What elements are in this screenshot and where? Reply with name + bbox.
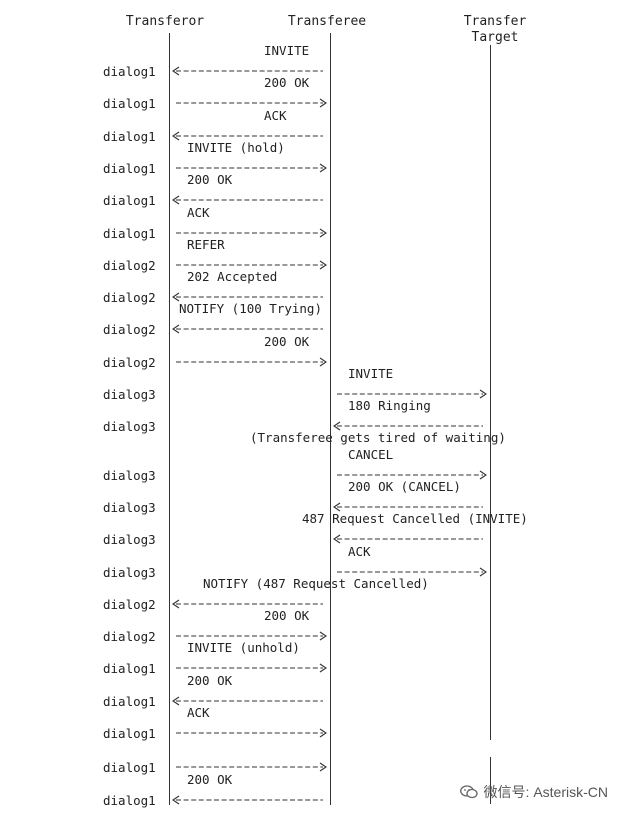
lifeline-transferee [330,33,331,805]
dialog-label: dialog1 [103,661,156,677]
dialog-label: dialog3 [103,499,156,515]
message-arrow [172,129,327,143]
message-label: REFER [187,236,225,252]
message-arrow [172,355,327,369]
dialog-label: dialog1 [103,64,156,79]
dialog-label: dialog3 [103,564,156,580]
message-label: 200 OK [187,172,233,188]
header-transfer-target: Transfer Target [452,14,538,46]
message-label: NOTIFY (100 Trying) [179,301,322,317]
message-label: ACK [264,107,287,123]
header-transferee: Transferee [287,14,367,29]
lifeline-transfer-target-tail [490,757,491,804]
message-label: ACK [348,543,371,559]
watermark-text: 微信号: Asterisk-CN [483,784,608,800]
message-label: 200 OK [264,333,310,349]
dialog-label: dialog3 [103,467,156,483]
dialog-label: dialog1 [103,193,156,209]
header-transfer-target-line1: Transfer [463,14,527,29]
lifeline-transfer-target [490,45,491,740]
message-arrow [172,226,327,240]
dialog-label: dialog2 [103,322,156,338]
dialog-label: dialog2 [103,290,156,306]
message-label: 487 Request Cancelled (INVITE) [302,511,528,527]
note-label: (Transferee gets tired of waiting) [250,429,506,445]
watermark: 微信号: Asterisk-CN [459,782,608,802]
dialog-label: dialog1 [103,128,156,144]
message-arrow [172,793,327,807]
message-arrow [172,629,327,643]
dialog-label: dialog1 [103,160,156,176]
message-label: CANCEL [348,446,394,462]
dialog-label: dialog1 [103,96,156,112]
message-label: INVITE [264,43,310,58]
message-label: 200 OK [187,672,233,688]
dialog-label: dialog2 [103,257,156,273]
message-arrow [172,64,327,78]
message-arrow [333,468,487,482]
message-arrow [333,532,487,546]
message-label: 200 OK [264,608,310,624]
message-label: INVITE (hold) [187,139,285,155]
message-label: 200 OK [187,771,233,787]
dialog-label: dialog2 [103,354,156,370]
dialog-label: dialog3 [103,419,156,435]
message-label: INVITE (unhold) [187,640,300,656]
message-label: INVITE [348,366,394,381]
message-arrow [333,565,487,579]
message-arrow [333,500,487,514]
message-arrow [172,322,327,336]
message-arrow [172,726,327,740]
message-arrow [333,387,487,401]
message-label: 202 Accepted [187,269,278,285]
dialog-label: dialog1 [103,792,156,808]
dialog-label: dialog2 [103,629,156,645]
dialog-label: dialog3 [103,532,156,548]
message-label: ACK [187,705,210,720]
message-arrow [172,694,327,708]
message-arrow [333,419,487,433]
message-arrow [172,96,327,110]
dialog-label: dialog1 [103,225,156,241]
message-arrow [172,597,327,611]
message-label: 200 OK (CANCEL) [348,478,461,494]
wechat-icon [459,785,478,799]
message-label: 200 OK [264,75,310,91]
dialog-label: dialog3 [103,387,156,402]
message-label: 180 Ringing [348,398,431,414]
header-transferor: Transferor [125,14,205,29]
header-transfer-target-line2: Target [471,30,519,45]
message-arrow [172,161,327,175]
message-arrow [172,661,327,675]
message-label: NOTIFY (487 Request Cancelled) [203,575,429,591]
dialog-label: dialog2 [103,596,156,612]
message-arrow [172,760,327,774]
message-arrow [172,193,327,207]
lifeline-transferor [169,33,170,805]
message-label: ACK [187,204,210,220]
message-arrow [172,258,327,272]
dialog-label: dialog1 [103,726,156,741]
message-arrow [172,290,327,304]
dialog-label: dialog1 [103,693,156,709]
dialog-label: dialog1 [103,760,156,776]
